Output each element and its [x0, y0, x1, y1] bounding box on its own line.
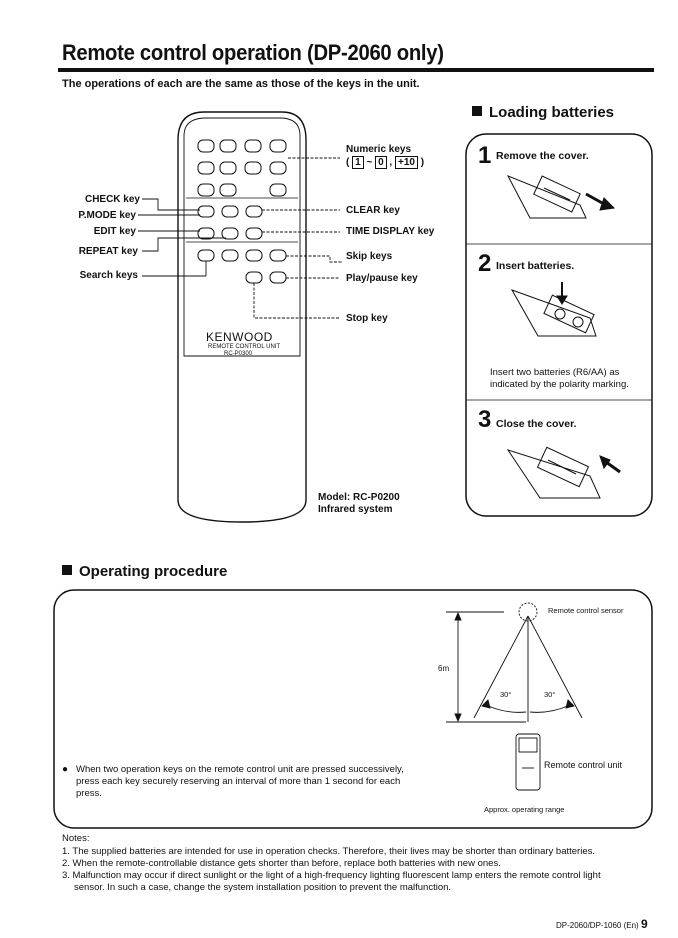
- page-subtitle: The operations of each are the same as t…: [62, 78, 420, 90]
- mode-keys: [197, 205, 263, 240]
- check-key-label: CHECK key: [84, 194, 140, 205]
- remote-system: Infrared system: [318, 504, 393, 515]
- angle-left-label: 30°: [500, 690, 512, 699]
- operating-panel: [53, 589, 653, 829]
- time-display-key-label: TIME DISPLAY key: [346, 226, 435, 237]
- clear-key-label: CLEAR key: [346, 205, 400, 216]
- numeric-keys: [197, 139, 287, 197]
- skip-keys-label: Skip keys: [346, 251, 393, 262]
- remote-brand: KENWOOD: [206, 330, 273, 344]
- step2-text: Insert batteries.: [496, 260, 575, 272]
- remote-brand-sub: REMOTE CONTROL UNIT: [208, 344, 281, 350]
- distance-label: 6m: [438, 664, 450, 673]
- battery-panel: [465, 133, 653, 517]
- pmode-key-label: P.MODE key: [78, 210, 136, 221]
- stop-key-label: Stop key: [346, 313, 388, 324]
- transport-keys: [197, 249, 287, 284]
- step2-illustration: [510, 282, 597, 337]
- step3-number: 3: [478, 406, 492, 433]
- remote-body: [177, 111, 307, 523]
- title-rule: [58, 68, 654, 72]
- step2-number: 2: [478, 250, 492, 277]
- numeric-keys-range: ( 1 ~ 0 , +10 ): [346, 156, 425, 169]
- page-number: 9: [640, 917, 648, 931]
- unit-label: Remote control unit: [544, 760, 623, 770]
- numeric-keys-label: Numeric keys: [346, 144, 412, 155]
- edit-key-label: EDIT key: [93, 226, 136, 237]
- batteries-heading: Loading batteries: [472, 104, 614, 121]
- note-2: 2. When the remote-controllable distance…: [62, 858, 501, 869]
- bullet-line2: press each key securely reserving an int…: [76, 776, 401, 787]
- battery-note-line1: Insert two batteries (R6/AA) as: [490, 367, 620, 378]
- note-1: 1. The supplied batteries are intended f…: [62, 846, 596, 857]
- play-pause-key-label: Play/pause key: [346, 273, 418, 284]
- bullet-line1: When two operation keys on the remote co…: [76, 764, 404, 775]
- battery-note-line2: indicated by the polarity marking.: [490, 379, 629, 390]
- notes-title: Notes:: [62, 833, 90, 844]
- note-3-cont: sensor. In such a case, change the syste…: [74, 882, 452, 893]
- step1-text: Remove the cover.: [496, 150, 589, 162]
- bullet-line3: press.: [76, 788, 102, 799]
- repeat-key-label: REPEAT key: [78, 246, 138, 257]
- step3-text: Close the cover.: [496, 418, 577, 430]
- page-title: Remote control operation (DP-2060 only): [62, 40, 444, 65]
- remote-model: Model: RC-P0200: [318, 492, 400, 503]
- step3-illustration: [506, 446, 621, 499]
- bullet-dot: ●: [62, 764, 69, 775]
- step1-illustration: [506, 175, 616, 219]
- angle-right-label: 30°: [544, 690, 556, 699]
- step1-number: 1: [478, 142, 492, 169]
- operating-heading: Operating procedure: [62, 563, 227, 580]
- range-diagram: [446, 602, 583, 791]
- search-keys-label: Search keys: [79, 270, 138, 281]
- note-3: 3. Malfunction may occur if direct sunli…: [62, 870, 601, 881]
- footer-model: DP-2060/DP-1060 (En) 9: [556, 917, 648, 931]
- remote-brand-model: RC-P0300: [224, 351, 253, 357]
- sensor-label: Remote control sensor: [548, 606, 624, 615]
- range-label: Approx. operating range: [484, 805, 565, 814]
